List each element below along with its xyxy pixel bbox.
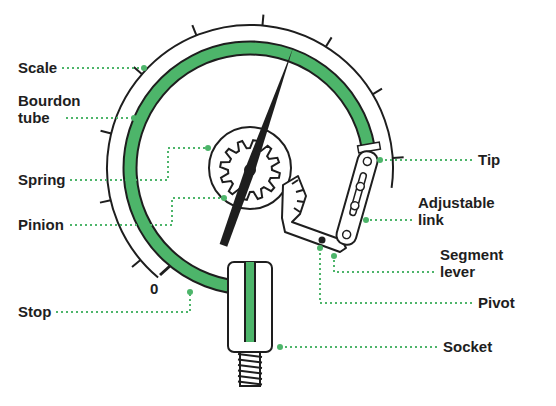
socket-body [228, 262, 272, 352]
part-label: Scale [18, 59, 138, 76]
tube-in-socket [246, 262, 254, 342]
part-label: Tip [478, 151, 548, 168]
needle [220, 48, 293, 247]
part-label: Adjustable link [418, 194, 513, 228]
part-label: Spring [18, 171, 138, 188]
stop-mark [160, 266, 170, 275]
pivot [319, 237, 326, 244]
socket-stem [240, 350, 260, 386]
leader-lines [56, 68, 472, 347]
spring [209, 127, 291, 209]
part-label: Bourdon tube [18, 92, 88, 126]
tube-in-socket-outline [244, 262, 256, 342]
part-label: Socket [443, 338, 543, 355]
part-label: Segment lever [440, 246, 530, 280]
part-label: Stop [18, 303, 138, 320]
segment-lever [282, 176, 346, 252]
part-label: Pinion [18, 216, 138, 233]
leader-dots [131, 65, 383, 350]
adjustable-link [334, 149, 379, 247]
segment-teeth [292, 180, 304, 212]
needle-hub [244, 164, 256, 176]
scale-number: 0 [150, 280, 170, 297]
pinion-gear [220, 140, 280, 200]
part-label: Pivot [478, 294, 548, 311]
